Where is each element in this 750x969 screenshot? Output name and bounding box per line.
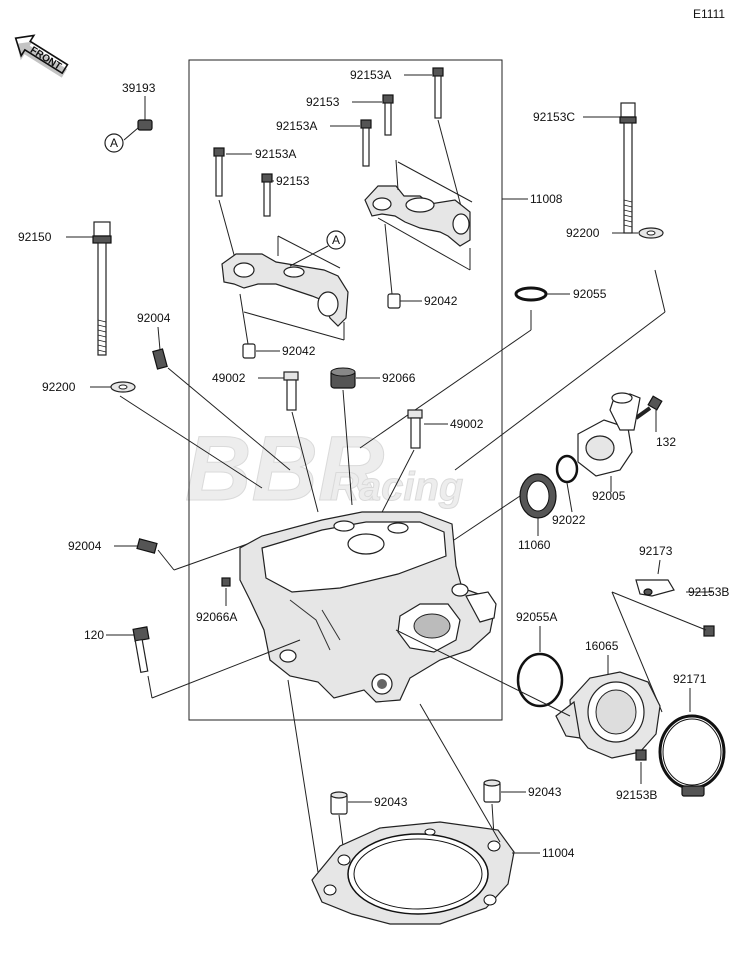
bolt-92150 xyxy=(92,221,112,356)
bolt-132 xyxy=(634,395,663,420)
label-92153A-3rd: 92153A xyxy=(276,119,317,133)
o-ring-92055 xyxy=(514,286,548,302)
label-92153B-bottom: 92153B xyxy=(616,788,657,802)
ref-marker-a-2 xyxy=(326,230,346,250)
label-92171: 92171 xyxy=(673,672,707,686)
assembly-frame xyxy=(188,59,503,721)
ref-marker-a-2-label: A xyxy=(332,233,340,247)
intake-holder-16065 xyxy=(555,671,661,759)
dowel-92042-left xyxy=(242,343,256,359)
bolt-92153C xyxy=(619,102,637,234)
label-39193: 39193 xyxy=(122,81,156,95)
part-39193: 39193 A xyxy=(104,81,156,153)
label-11060: 11060 xyxy=(518,538,551,552)
bolt-92153-2nd xyxy=(382,94,394,136)
label-92153-2nd: 92153 xyxy=(306,95,340,109)
diagram-code: E1111 xyxy=(693,7,725,21)
ref-marker-a xyxy=(104,133,124,153)
gasket-11060 xyxy=(519,473,557,519)
stud-92004-side xyxy=(136,538,158,554)
label-92005: 92005 xyxy=(592,489,626,503)
watermark-racing-text: Racing xyxy=(330,465,463,509)
bolt-120 xyxy=(132,626,150,673)
seal-92066 xyxy=(330,367,356,389)
label-92066: 92066 xyxy=(382,371,416,385)
label-92043-right: 92043 xyxy=(528,785,562,799)
label-92055: 92055 xyxy=(573,287,607,301)
label-92200-left: 92200 xyxy=(42,380,76,394)
label-92150: 92150 xyxy=(18,230,52,244)
label-92042-left: 92042 xyxy=(282,344,316,358)
camshaft-cap-right xyxy=(364,185,471,247)
label-49002-right: 49002 xyxy=(450,417,484,431)
label-92066A: 92066A xyxy=(196,610,237,624)
ref-marker-a-label: A xyxy=(110,136,118,150)
bolt-92153-left xyxy=(261,173,273,217)
watermark: BBR Racing xyxy=(185,418,464,521)
label-11008: 11008 xyxy=(530,192,563,206)
label-92173: 92173 xyxy=(639,544,673,558)
o-ring-92022 xyxy=(555,454,579,484)
label-92153A-top: 92153A xyxy=(350,68,391,82)
label-92153B-right: 92153B xyxy=(688,585,729,599)
valve-guide-49002-left xyxy=(283,371,299,411)
label-92043-left: 92043 xyxy=(374,795,408,809)
stud-92004-top xyxy=(152,348,168,370)
label-120: 120 xyxy=(84,628,104,642)
dowel-92043-left xyxy=(330,791,348,815)
bolt-92153A-left xyxy=(213,147,225,197)
bracket-92173 xyxy=(635,579,675,597)
label-92004-top: 92004 xyxy=(137,311,171,325)
label-92153A-left: 92153A xyxy=(255,147,296,161)
clamp-92171 xyxy=(658,714,726,797)
label-92153-left: 92153 xyxy=(276,174,310,188)
camshaft-cap-left xyxy=(221,253,349,327)
o-ring-92055A xyxy=(516,652,564,708)
front-arrow-icon: FRONT xyxy=(14,34,69,78)
label-49002-left: 49002 xyxy=(212,371,246,385)
label-92042-right: 92042 xyxy=(424,294,458,308)
label-16065: 16065 xyxy=(585,639,619,653)
dowel-92042-right xyxy=(387,293,401,309)
bolt-92153A-3rd xyxy=(360,119,372,167)
water-fitting-92005 xyxy=(577,392,641,477)
plug-92066A xyxy=(221,577,231,587)
dowel-92043-right xyxy=(483,779,501,803)
label-11004: 11004 xyxy=(542,846,575,860)
bolt-92153B-right xyxy=(703,625,715,637)
head-gasket-11004 xyxy=(311,821,515,925)
valve-guide-49002-right xyxy=(407,409,423,449)
label-92022: 92022 xyxy=(552,513,586,527)
label-92200-right: 92200 xyxy=(566,226,600,240)
label-92004-side: 92004 xyxy=(68,539,102,553)
label-92153C: 92153C xyxy=(533,110,575,124)
label-92055A: 92055A xyxy=(516,610,557,624)
watermark-logo-text: BBR xyxy=(185,418,384,520)
cylinder-head xyxy=(239,511,497,703)
label-132: 132 xyxy=(656,435,676,449)
bolt-92153A-top xyxy=(432,67,444,119)
bolt-92153B-bottom xyxy=(635,749,647,761)
